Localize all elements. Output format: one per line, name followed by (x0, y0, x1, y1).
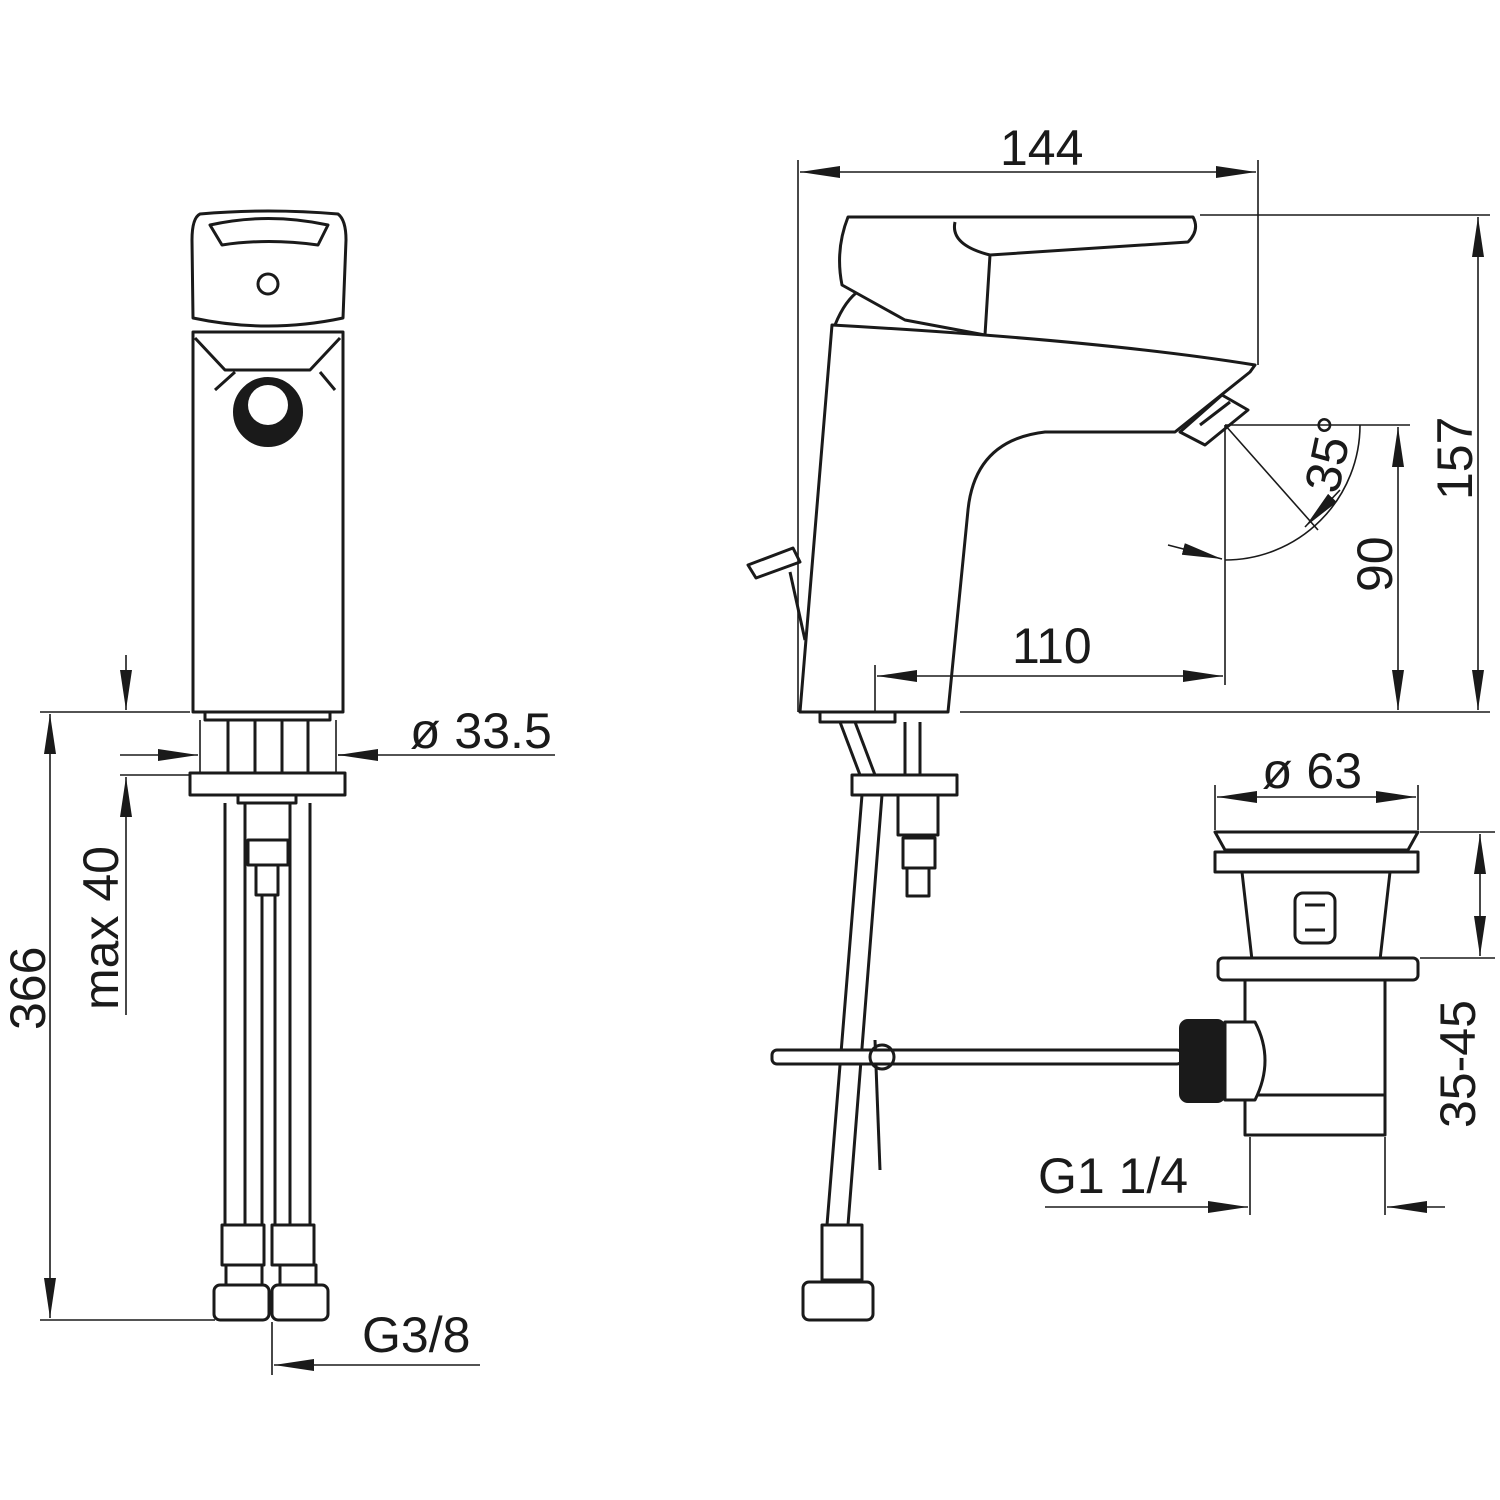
side-handle (838, 215, 1198, 337)
pop-up-rod (770, 1048, 1184, 1066)
front-handle-indicator (256, 272, 280, 296)
side-pop-up-knob (746, 546, 802, 580)
dim-366-label: 366 (0, 947, 56, 1030)
dim-35-45-label: 35-45 (1430, 1000, 1486, 1128)
side-dimensions: 144 157 90 110 35° ø 63 35-45 G1 1/4 (797, 120, 1495, 1215)
drain-connector (1179, 1019, 1226, 1103)
dim-33-5-label: ø 33.5 (410, 703, 552, 759)
side-hose (825, 794, 884, 1226)
dim-g1-1-4-label: G1 1/4 (1038, 1148, 1188, 1204)
dim-144-label: 144 (1000, 120, 1083, 176)
drain-assembly (770, 830, 1420, 1137)
front-hose-nut-right (270, 1283, 330, 1322)
side-aerator (1178, 393, 1250, 447)
front-handle (190, 209, 348, 328)
front-mounting-plate (188, 771, 347, 797)
front-hose-nut-left (212, 1283, 271, 1322)
drain-rim (1213, 830, 1420, 852)
side-mounting-plate (850, 773, 959, 797)
front-dimensions: 366 max 40 ø 33.5 G3/8 (0, 655, 555, 1375)
dim-max40-label: max 40 (73, 846, 129, 1010)
dim-g3-8-label: G3/8 (362, 1307, 470, 1363)
dim-157-label: 157 (1427, 417, 1483, 500)
dim-90-label: 90 (1347, 536, 1403, 592)
dim-110-label: 110 (1012, 618, 1092, 674)
side-view (746, 215, 1257, 1322)
dim-63-label: ø 63 (1262, 743, 1362, 799)
front-view (188, 209, 348, 1322)
side-hose-nut (801, 1280, 875, 1322)
